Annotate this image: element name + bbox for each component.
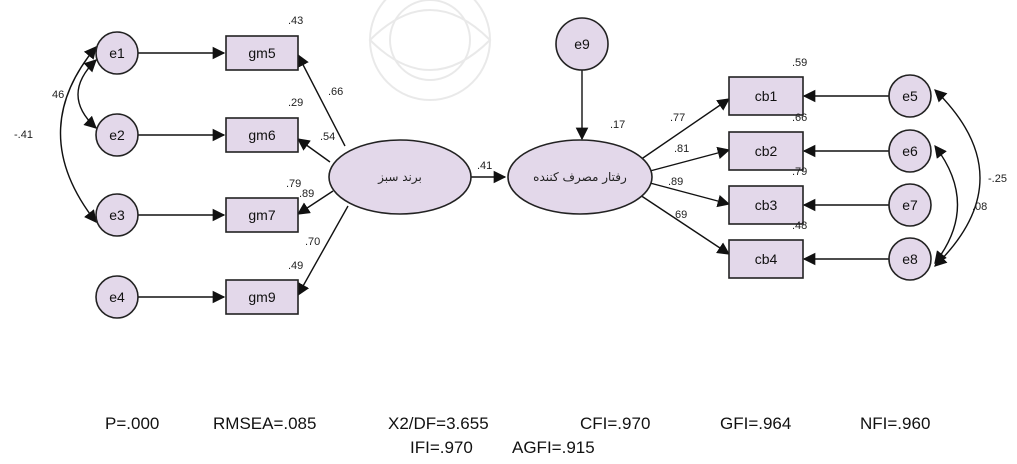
r2-cb1: .59 (792, 57, 807, 69)
svg-text:cb4: cb4 (755, 251, 778, 267)
r2-cb3: .79 (792, 166, 807, 178)
fit-x2df: X2/DF=3.655 (388, 414, 489, 433)
svg-text:e5: e5 (902, 88, 918, 104)
error-node-e2: e2 (95, 113, 139, 157)
path-coef-brand-behavior: .41 (477, 160, 492, 172)
fit-rmsea: RMSEA=.085 (213, 414, 317, 433)
loading-cb3: .89 (668, 176, 683, 188)
svg-text:e4: e4 (109, 289, 125, 305)
fit-p: P=.000 (105, 414, 160, 433)
cov-e1-e2 (77, 59, 97, 129)
cov-label-e1-e2: 46 (52, 89, 64, 101)
svg-text:gm6: gm6 (248, 127, 275, 143)
cov-label-e5-e8: -.25 (988, 173, 1007, 185)
indicator-gm5: gm5 (225, 35, 299, 71)
indicator-cb1: cb1 (728, 76, 804, 116)
r2-gm5: .43 (288, 15, 303, 27)
r2-gm6: .29 (288, 97, 303, 109)
indicator-gm6: gm6 (225, 117, 299, 153)
watermark-logo (368, 0, 492, 101)
svg-text:gm5: gm5 (248, 45, 275, 61)
svg-text:gm7: gm7 (248, 207, 275, 223)
error-node-e1: e1 (95, 31, 139, 75)
edge-brand-gm5 (297, 53, 346, 147)
edge-behavior-cb3 (649, 182, 731, 208)
edge-brand-gm6 (296, 138, 331, 163)
loading-cb1: .77 (670, 112, 685, 124)
indicator-gm9: gm9 (225, 279, 299, 315)
loading-gm6: .54 (320, 131, 335, 143)
svg-text:cb3: cb3 (755, 197, 778, 213)
edge-behavior-cb4 (639, 194, 731, 255)
cov-e1-e3 (59, 46, 97, 223)
svg-text:e2: e2 (109, 127, 125, 143)
cov-label-e1-e3: -.41 (14, 129, 33, 141)
indicator-cb3: cb3 (728, 185, 804, 225)
indicator-gm7: gm7 (225, 197, 299, 233)
edge-brand-gm7 (296, 190, 334, 215)
svg-text:e3: e3 (109, 207, 125, 223)
svg-text:e9: e9 (574, 36, 590, 52)
svg-text:e8: e8 (902, 251, 918, 267)
svg-text:cb1: cb1 (755, 88, 778, 104)
svg-text:e6: e6 (902, 143, 918, 159)
r2-cb4: .48 (792, 220, 807, 232)
loading-gm9: .70 (305, 236, 320, 248)
loading-cb4: .69 (672, 209, 687, 221)
indicator-cb2: cb2 (728, 131, 804, 171)
error-node-e6: e6 (888, 129, 932, 173)
r2-consumer-behavior: .17 (610, 119, 625, 131)
error-node-e4: e4 (95, 275, 139, 319)
error-node-e3: e3 (95, 193, 139, 237)
edge-brand-gm9 (297, 205, 349, 297)
latent-consumer-behavior: رفتار مصرف کننده (507, 139, 653, 215)
error-node-e9: e9 (555, 17, 609, 71)
svg-text:رفتار مصرف کننده: رفتار مصرف کننده (533, 170, 627, 185)
svg-text:cb2: cb2 (755, 143, 778, 159)
fit-cfi: CFI=.970 (580, 414, 651, 433)
r2-gm7: .79 (286, 178, 301, 190)
error-node-e5: e5 (888, 74, 932, 118)
fit-gfi: GFI=.964 (720, 414, 792, 433)
error-node-e7: e7 (888, 183, 932, 227)
svg-text:e7: e7 (902, 197, 918, 213)
r2-gm9: .49 (288, 260, 303, 272)
fit-ifi: IFI=.970 (410, 438, 473, 457)
svg-text:e1: e1 (109, 45, 125, 61)
latent-green-brand: برند سبز (328, 139, 472, 215)
svg-text:برند سبز: برند سبز (377, 170, 422, 185)
svg-text:gm9: gm9 (248, 289, 275, 305)
cov-e6-e8 (934, 144, 959, 264)
edge-behavior-cb1 (639, 98, 731, 161)
loading-cb2: .81 (674, 143, 689, 155)
error-node-e8: e8 (888, 237, 932, 281)
indicator-cb4: cb4 (728, 239, 804, 279)
fit-agfi: AGFI=.915 (512, 438, 595, 457)
loading-gm5: .66 (328, 86, 343, 98)
cov-e5-e8 (934, 89, 981, 267)
edge-behavior-cb2 (649, 146, 731, 172)
cov-label-e6-e8: .08 (972, 201, 987, 213)
fit-nfi: NFI=.960 (860, 414, 931, 433)
loading-gm7: .89 (299, 188, 314, 200)
r2-cb2: .66 (792, 112, 807, 124)
